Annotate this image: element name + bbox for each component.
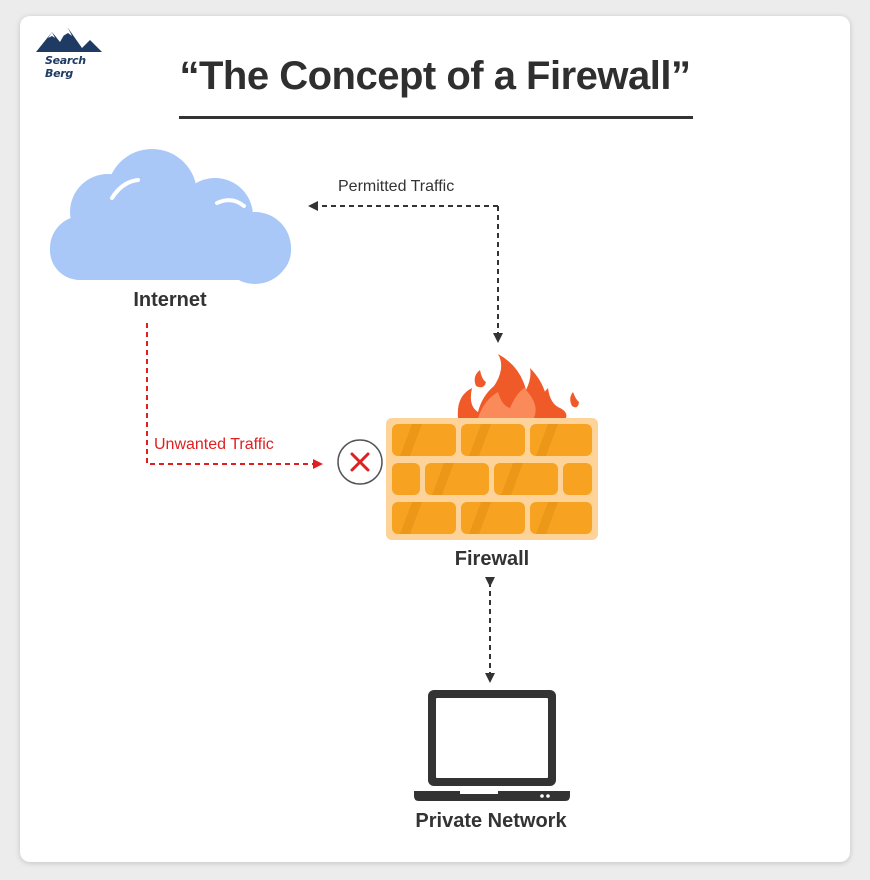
search-berg-logo: Search Berg bbox=[32, 24, 106, 80]
blocked-icon bbox=[337, 439, 383, 485]
mountain-icon bbox=[36, 28, 102, 52]
diagram-card: Search Berg “The Concept of a Firewall” bbox=[20, 16, 850, 862]
firewall-label: Firewall bbox=[454, 548, 530, 570]
firewall-icon bbox=[386, 418, 598, 540]
cloud-icon bbox=[50, 149, 291, 284]
logo-text: Search Berg bbox=[45, 54, 86, 80]
laptop-icon bbox=[414, 690, 570, 801]
page-title: “The Concept of a Firewall” bbox=[179, 54, 691, 98]
unwanted-traffic-arrow bbox=[146, 323, 323, 469]
firewall-diagram bbox=[50, 149, 598, 801]
title-underline bbox=[179, 116, 693, 119]
internet-label: Internet bbox=[133, 289, 207, 311]
permitted-traffic-label: Permitted Traffic bbox=[338, 178, 455, 195]
unwanted-traffic-label: Unwanted Traffic bbox=[154, 436, 274, 453]
flame-icon bbox=[457, 354, 579, 418]
private-network-label: Private Network bbox=[415, 810, 567, 832]
